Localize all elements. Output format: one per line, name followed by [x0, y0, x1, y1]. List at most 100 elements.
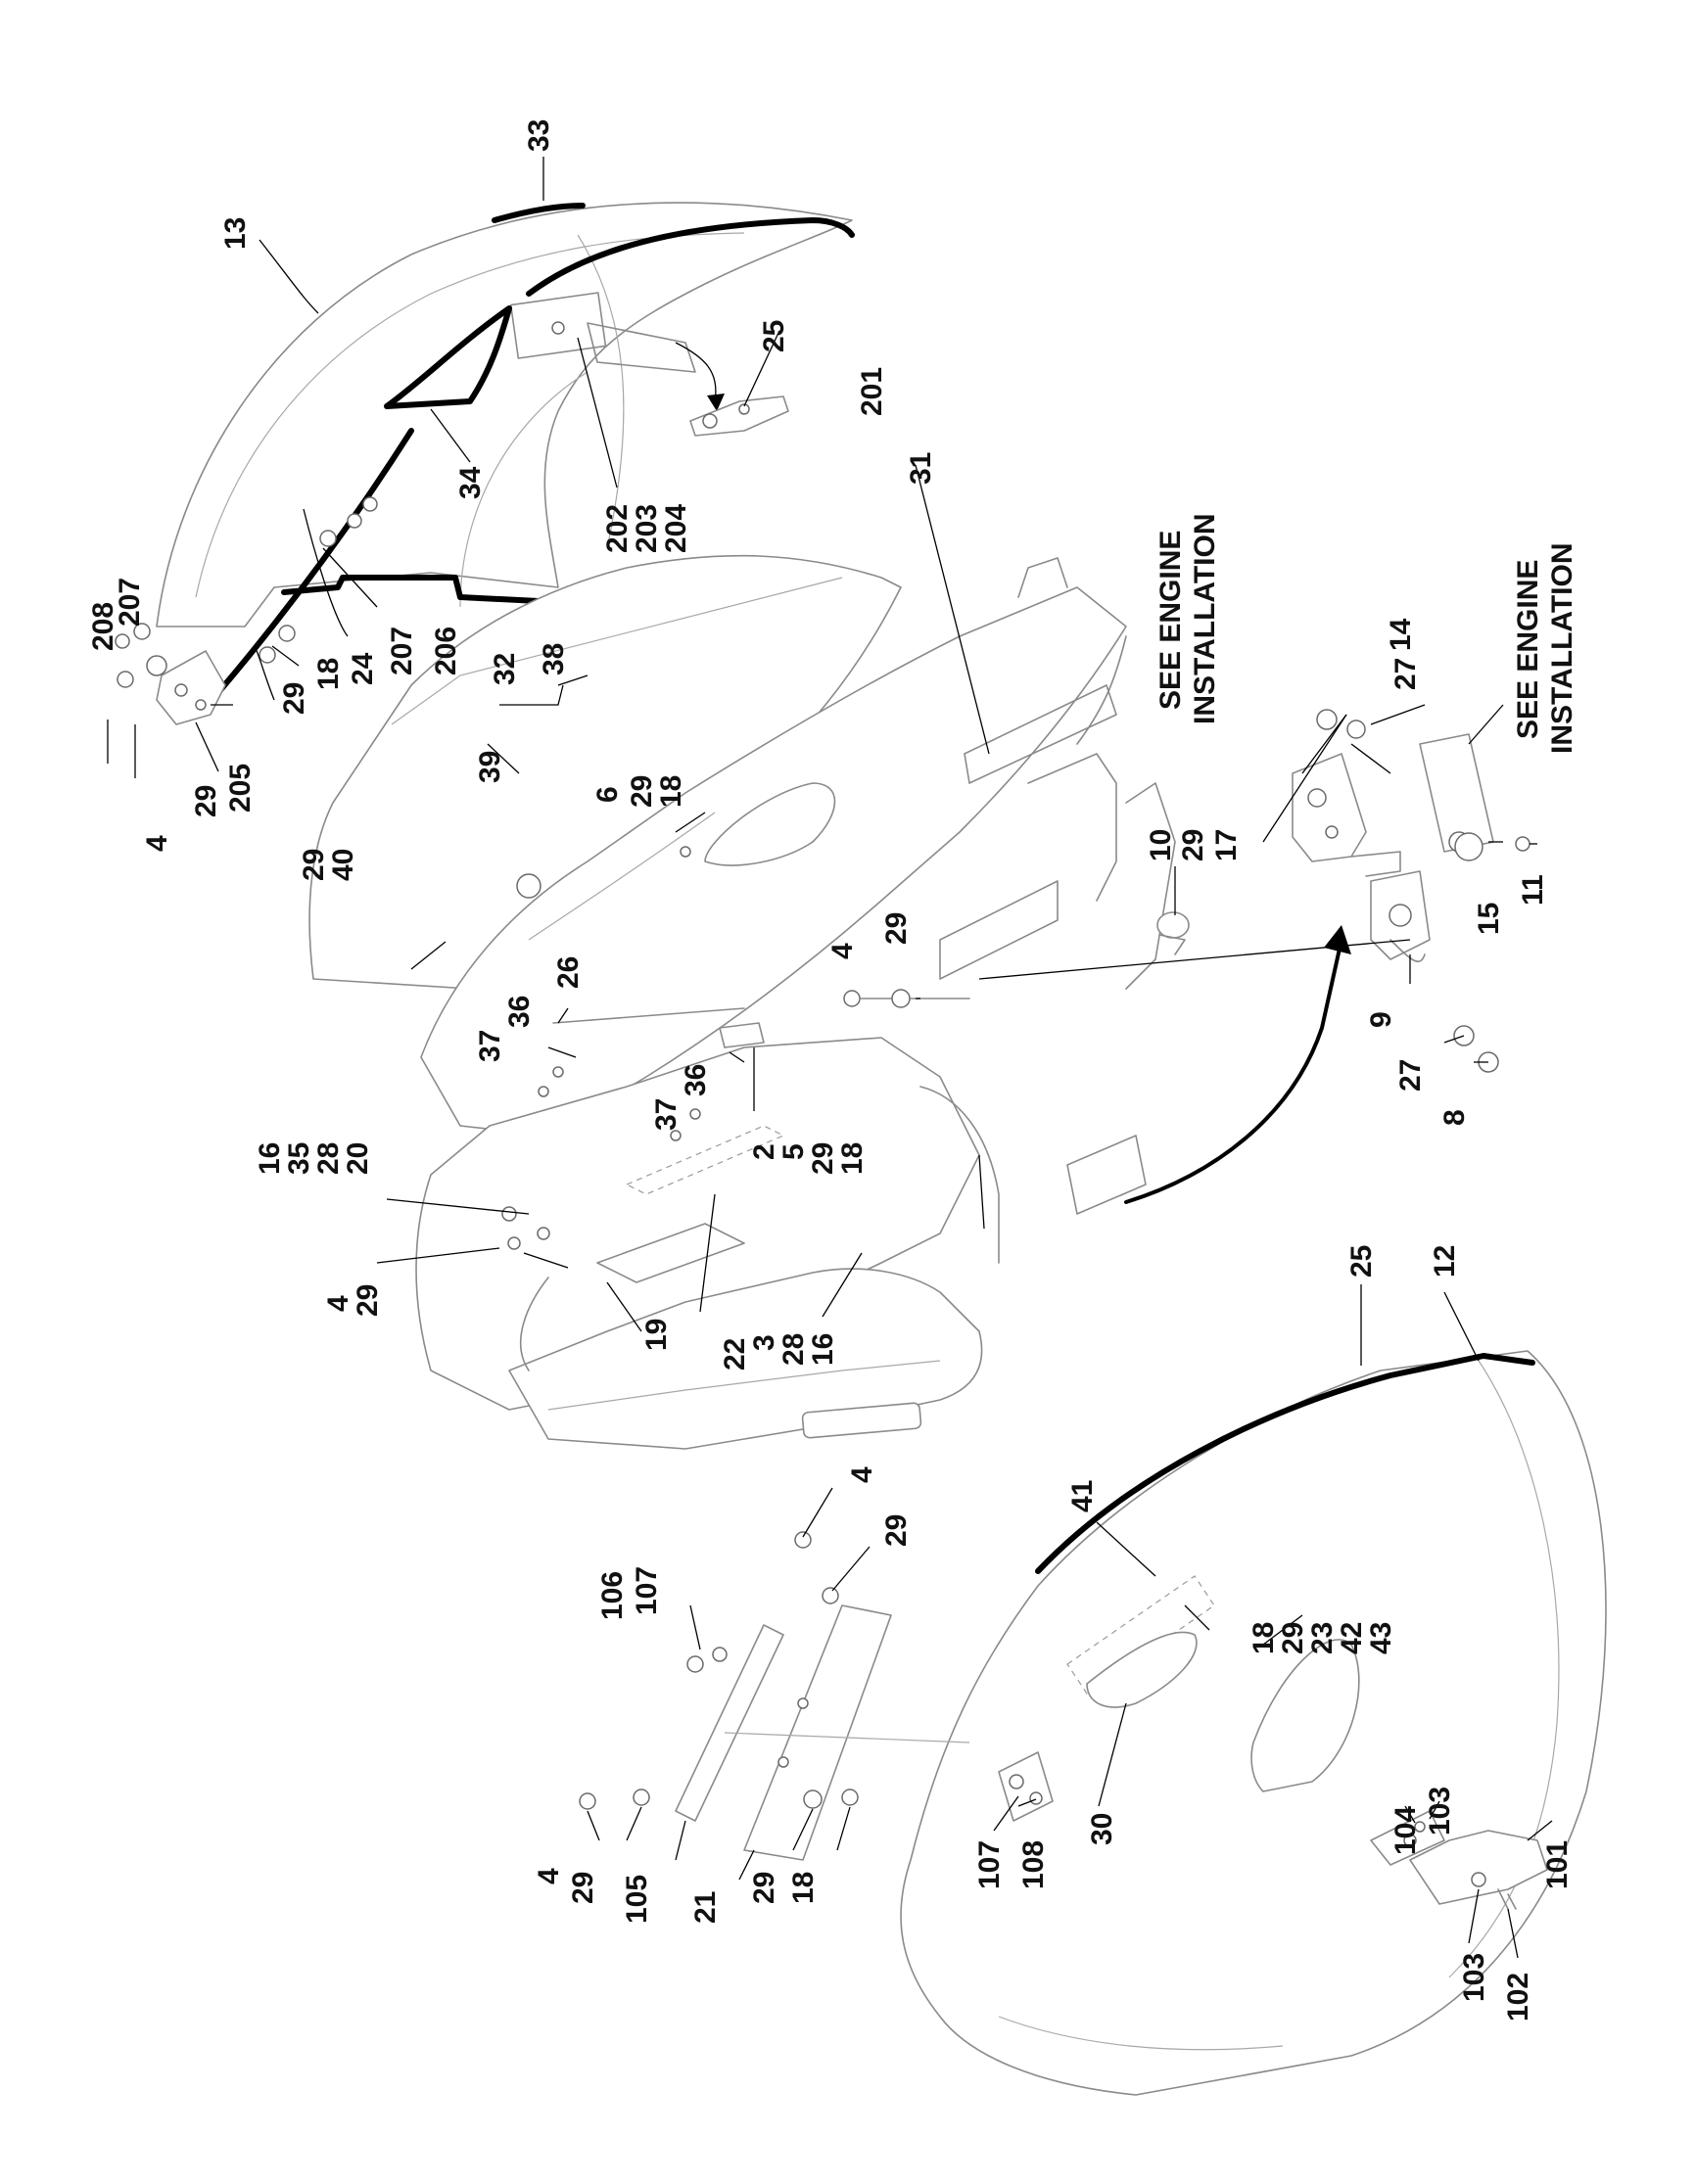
callout-36-b: 36: [680, 1064, 712, 1096]
callout-17: 17: [1210, 829, 1243, 861]
callout-29-a: 29: [278, 682, 310, 715]
callout-20: 20: [342, 1142, 374, 1175]
note-see-engine-2-line1: SEE ENGINE: [1512, 560, 1544, 739]
callout-18-a: 18: [312, 658, 345, 690]
body-detail-holes: [501, 846, 701, 1250]
callout-27-b: 27: [1394, 1059, 1427, 1092]
callout-207-b: 207: [386, 627, 418, 675]
callout-103-a: 103: [1424, 1787, 1456, 1835]
callout-104: 104: [1389, 1806, 1422, 1855]
callout-5: 5: [777, 1143, 810, 1160]
note-see-engine-1-line1: SEE ENGINE: [1154, 531, 1187, 710]
engine-installation-notes: SEE ENGINE INSTALLATION SEE ENGINE INSTA…: [1154, 513, 1578, 754]
callout-40: 40: [327, 849, 359, 881]
callout-27-a: 27: [1389, 658, 1422, 690]
callout-205: 205: [224, 764, 257, 813]
callout-24: 24: [347, 652, 379, 685]
callout-2: 2: [748, 1143, 780, 1160]
callout-15: 15: [1473, 903, 1505, 935]
assembly-direction-arrow: [1124, 938, 1343, 1204]
callout-29-l: 29: [748, 1872, 780, 1904]
callout-29-i: 29: [1277, 1622, 1309, 1654]
bracket-assembly-line: [724, 1732, 970, 1743]
callout-10: 10: [1145, 829, 1177, 861]
callout-29-c: 29: [626, 775, 658, 808]
callout-208: 208: [87, 602, 119, 651]
release-bracket-2: [719, 1022, 765, 1048]
callout-18-c: 18: [836, 1142, 869, 1175]
callout-9: 9: [1365, 1011, 1397, 1028]
callout-31: 31: [905, 452, 937, 485]
callout-13: 13: [219, 217, 252, 250]
callout-34: 34: [454, 466, 487, 499]
bracket-assembly-9: [1292, 753, 1431, 962]
callout-101: 101: [1541, 1840, 1574, 1889]
release-rod-26: [552, 1007, 745, 1024]
callout-29-h: 29: [352, 1284, 384, 1317]
callout-29-g: 29: [807, 1142, 839, 1175]
callout-18-d: 18: [1248, 1622, 1280, 1654]
callout-28-b: 28: [777, 1333, 810, 1366]
callout-107-b: 107: [973, 1840, 1006, 1889]
note-see-engine-1-line2: INSTALLATION: [1189, 513, 1221, 724]
callout-204: 204: [660, 504, 692, 553]
callout-32: 32: [489, 653, 521, 685]
hood-arrow-head: [707, 394, 725, 411]
callout-11: 11: [1517, 874, 1549, 906]
callout-14: 14: [1385, 618, 1417, 651]
callout-3: 3: [748, 1334, 780, 1351]
callout-39: 39: [474, 751, 506, 783]
callout-29-d: 29: [298, 849, 330, 881]
seal-33: [492, 203, 586, 223]
callout-18-b: 18: [655, 775, 687, 808]
upper-hood-panel: [156, 202, 853, 627]
callout-6: 6: [591, 786, 624, 803]
callout-106: 106: [596, 1571, 629, 1620]
callout-28-a: 28: [312, 1142, 345, 1175]
callout-16-b: 16: [807, 1333, 839, 1366]
callout-105: 105: [621, 1875, 653, 1924]
bracket-21: [743, 1604, 892, 1861]
callout-103-b: 103: [1458, 1953, 1490, 2002]
callout-23: 23: [1306, 1622, 1339, 1654]
engine-mount-15: [1419, 733, 1530, 861]
rubber-stop-10: [1156, 911, 1190, 955]
callout-4-a: 4: [141, 835, 173, 852]
callout-12: 12: [1429, 1245, 1461, 1278]
callout-33: 33: [523, 119, 555, 152]
callout-207-a: 207: [114, 578, 146, 627]
callout-19: 19: [640, 1319, 673, 1351]
callout-35: 35: [283, 1142, 315, 1175]
callout-38: 38: [538, 643, 570, 675]
callout-102: 102: [1502, 1973, 1534, 2021]
callout-16-a: 16: [254, 1142, 286, 1175]
latch-201: [689, 395, 789, 437]
assembly-arrow-head: [1324, 925, 1351, 954]
hood-arrow: [675, 342, 717, 402]
hardware-top-left: [115, 496, 378, 688]
callout-29-k: 29: [567, 1872, 599, 1904]
leader-lines: [107, 157, 1553, 1959]
callout-4-d: 4: [846, 1466, 878, 1483]
callout-108: 108: [1017, 1840, 1050, 1889]
callout-203: 203: [631, 504, 663, 553]
note-see-engine-2-line2: INSTALLATION: [1546, 542, 1578, 754]
latch-101: [1370, 1810, 1548, 1910]
callout-107-a: 107: [631, 1566, 663, 1615]
bracket-105: [675, 1624, 784, 1822]
callout-4-c: 4: [322, 1295, 354, 1312]
callout-29-j: 29: [880, 1514, 913, 1547]
callout-22: 22: [719, 1338, 751, 1371]
seal-24: [217, 428, 561, 693]
callout-29-f: 29: [1177, 829, 1209, 861]
callout-202: 202: [601, 504, 634, 553]
callout-8: 8: [1438, 1109, 1471, 1126]
seal-25-upper: [526, 217, 855, 297]
hardware-side: [579, 1531, 859, 1810]
callout-4-b: 4: [826, 943, 859, 959]
callout-29-e: 29: [880, 912, 913, 945]
side-panel: [900, 1350, 1607, 2096]
callout-25-panel: 25: [1345, 1245, 1378, 1278]
callout-29-b: 29: [190, 785, 222, 817]
